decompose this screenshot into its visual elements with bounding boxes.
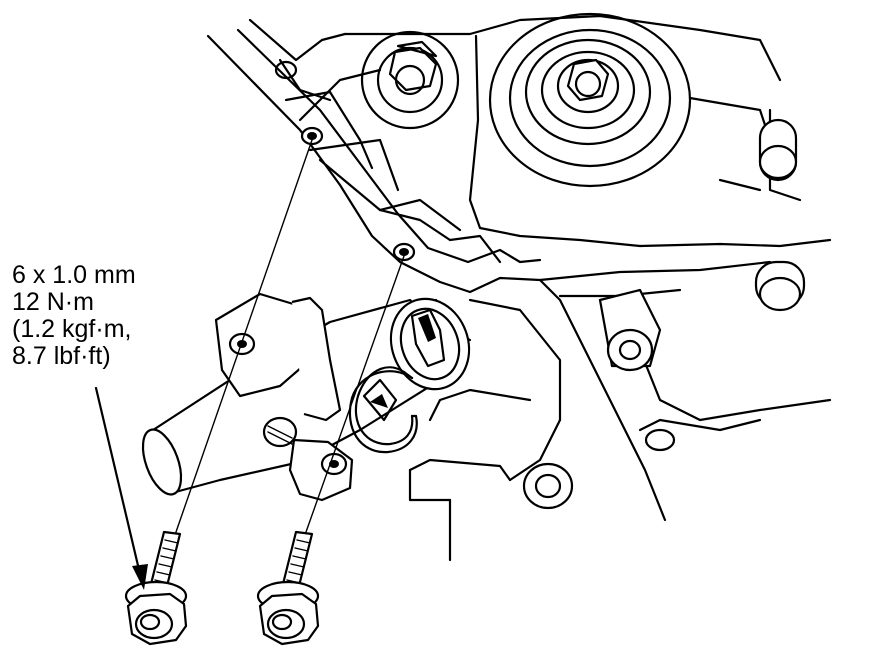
- o-ring-clip: [348, 366, 418, 454]
- torque-spec-label: 6 x 1.0 mm 12 N·m (1.2 kgf·m, 8.7 lbf·ft…: [12, 262, 136, 370]
- pulley: [488, 12, 692, 188]
- leader-arrow: [94, 386, 148, 590]
- alignment-lines: [175, 139, 405, 533]
- mounting-holes: [274, 60, 416, 262]
- bolt-size-text: 6 x 1.0 mm: [12, 261, 136, 289]
- flange-bolt-left: [124, 530, 188, 646]
- torque-nm-text: 12 N·m: [12, 288, 94, 316]
- upper-hex-bolt: [360, 30, 460, 130]
- engine-bosses: [522, 118, 806, 510]
- water-outlet-housing: [141, 292, 471, 502]
- torque-lbfft-text: 8.7 lbf·ft): [12, 342, 111, 370]
- torque-kgfm-text: (1.2 kgf·m,: [12, 315, 132, 343]
- flange-bolt-right: [256, 530, 320, 646]
